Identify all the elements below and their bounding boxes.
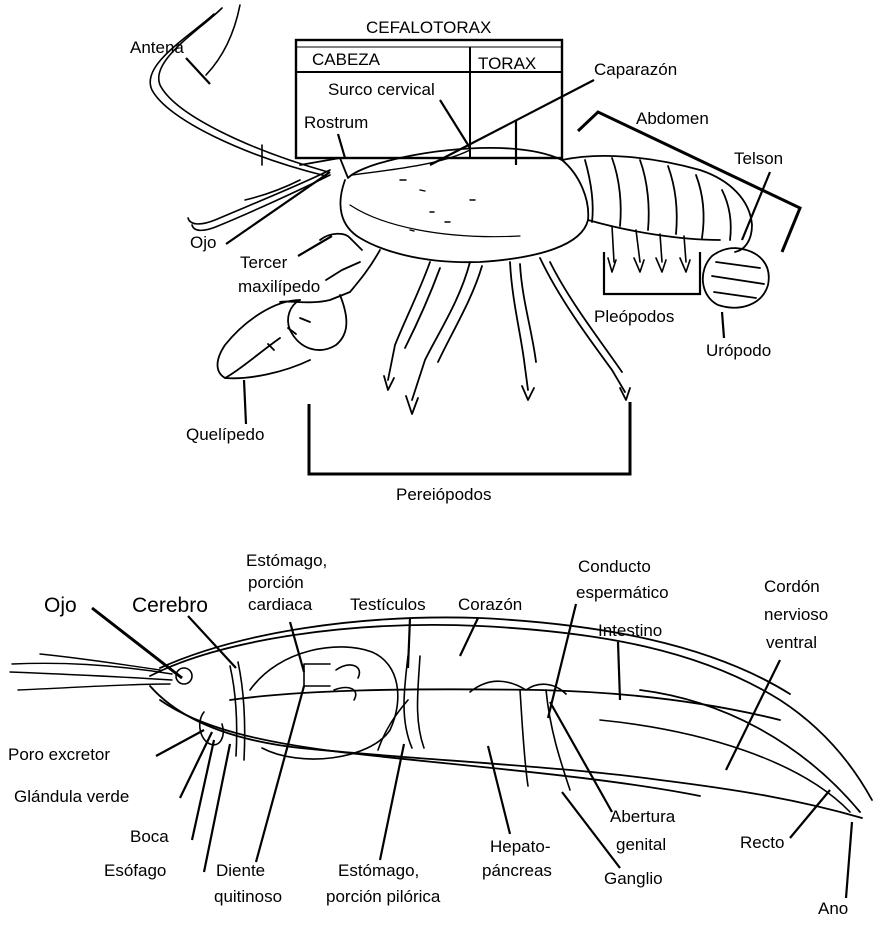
eye-top-label: Ojo <box>190 233 216 252</box>
internal-anatomy-diagram: Ojo Cerebro Estómago, porción cardiaca T… <box>8 551 872 918</box>
pereiopods-bracket <box>309 402 630 474</box>
sperm-duct-label-2: espermático <box>576 583 669 602</box>
walking-legs-drawing <box>384 258 630 414</box>
pyloric-stomach-leader <box>380 744 404 860</box>
antenna-label: Antena <box>130 38 184 57</box>
internal-antenna-drawing <box>10 654 172 690</box>
telson-label: Telson <box>734 149 783 168</box>
eye-bottom-label: Ojo <box>44 594 77 617</box>
rectum-label: Recto <box>740 833 784 852</box>
rostrum-leader <box>338 134 345 158</box>
intestine-label: Intestino <box>598 621 662 640</box>
green-gland-leader <box>180 732 212 798</box>
pleopods-label: Pleópodos <box>594 307 674 326</box>
third-maxilliped-leader <box>298 236 332 256</box>
excretory-pore-label: Poro excretor <box>8 745 110 764</box>
pyloric-stomach-label-1: Estómago, <box>338 861 419 880</box>
brain-label: Cerebro <box>132 594 208 617</box>
rostrum-label: Rostrum <box>304 113 368 132</box>
rectum-leader <box>790 790 830 838</box>
cardiac-stomach-label-1: Estómago, <box>246 551 327 570</box>
anus-label: Ano <box>818 899 848 918</box>
pyloric-stomach-label-2: porción pilórica <box>326 887 441 906</box>
chitinous-tooth-leader <box>256 686 304 862</box>
genital-opening-label-2: genital <box>616 835 666 854</box>
genital-opening-label-1: Abertura <box>610 807 676 826</box>
antenna-leader <box>186 58 210 84</box>
cephalothorax-label: CEFALOTORAX <box>366 18 491 37</box>
carapace-label: Caparazón <box>594 60 677 79</box>
internal-body-outline <box>150 617 872 818</box>
hepatopancreas-label-2: páncreas <box>482 861 552 880</box>
cheliped-label: Quelípedo <box>186 425 264 444</box>
chitinous-tooth-label-1: Diente <box>216 861 265 880</box>
ganglion-leader <box>562 792 620 868</box>
mouth-leader <box>192 740 214 840</box>
esophagus-label: Esófago <box>104 861 166 880</box>
cervical-groove-leader <box>440 100 470 148</box>
third-maxilliped-label-1: Tercer <box>240 253 288 272</box>
eye-bottom-leader <box>92 608 182 678</box>
nerve-cord-label-1: Cordón <box>764 577 820 596</box>
uropod-leader <box>722 312 724 338</box>
mouth-label: Boca <box>130 827 169 846</box>
ganglion-label: Ganglio <box>604 869 663 888</box>
abdomen-label: Abdomen <box>636 109 709 128</box>
uropod-label: Urópodo <box>706 341 771 360</box>
heart-label: Corazón <box>458 595 522 614</box>
hepatopancreas-leader <box>488 746 510 834</box>
cardiac-stomach-label-3: cardiaca <box>248 595 313 614</box>
external-anatomy-diagram: CEFALOTORAX CABEZA TORAX Antena Surco ce… <box>130 5 800 504</box>
third-maxilliped-label-2: maxilípedo <box>238 277 320 296</box>
nerve-cord-label-2: nervioso <box>764 605 828 624</box>
carapace-drawing <box>300 148 588 262</box>
pereiopods-label: Pereiópodos <box>396 485 491 504</box>
anus-leader <box>846 822 852 898</box>
chitinous-tooth-label-2: quitinoso <box>214 887 282 906</box>
sperm-duct-label-1: Conducto <box>578 557 651 576</box>
thorax-label: TORAX <box>478 54 536 73</box>
cardiac-stomach-label-2: porción <box>248 573 304 592</box>
hepatopancreas-label-1: Hepato- <box>490 837 550 856</box>
heart-leader <box>460 618 478 656</box>
sperm-duct-leader <box>548 604 576 718</box>
green-gland-label: Glándula verde <box>14 787 129 806</box>
testicles-label: Testículos <box>350 595 426 614</box>
nerve-cord-label-3: ventral <box>766 633 817 652</box>
cervical-groove-label: Surco cervical <box>328 80 435 99</box>
cheliped-leader <box>244 380 246 424</box>
excretory-pore-leader <box>156 730 204 756</box>
head-label: CABEZA <box>312 50 381 69</box>
brain-leader <box>188 616 236 668</box>
intestine-leader <box>618 642 620 700</box>
